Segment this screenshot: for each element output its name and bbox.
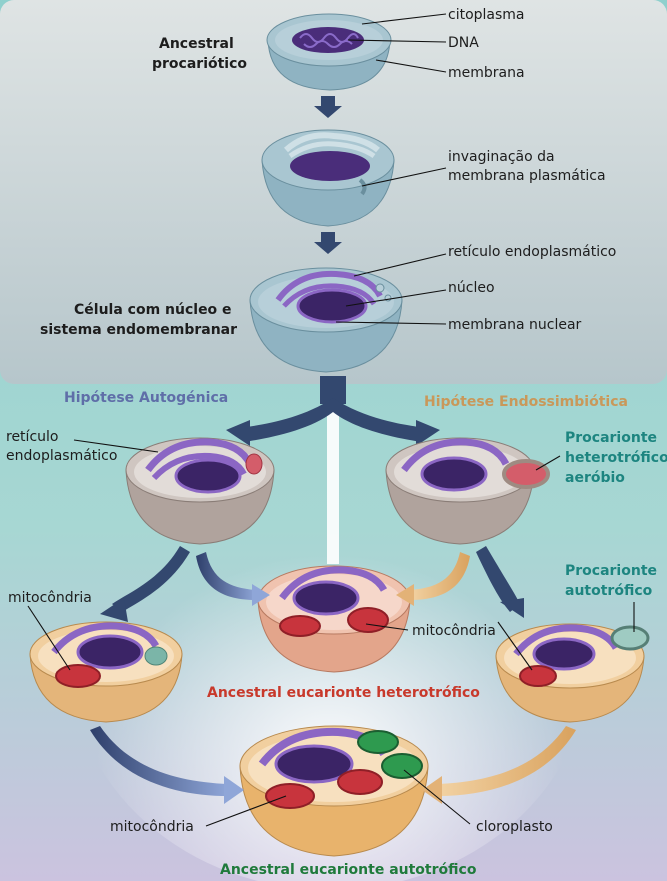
label-mitocondria-left: mitocôndria [8, 590, 92, 606]
label-membrana-nuclear: membrana nuclear [448, 317, 582, 333]
mitochondrion [347, 607, 389, 633]
label-proc-het-2: heterotrófico [565, 450, 667, 466]
label-celula-2: sistema endomembranar [40, 322, 237, 338]
label-ancestral-procariotico-1: Ancestral [159, 36, 234, 52]
autotrophic-prokaryote [610, 625, 650, 651]
nucleus [296, 288, 368, 324]
right-mitochondrion-cell [495, 623, 650, 723]
prokaryote-cell [266, 13, 392, 91]
label-ancestral-procariotico-2: procariótico [152, 56, 247, 72]
aerobic-prokaryote [502, 459, 550, 489]
chloroplast [357, 730, 399, 754]
label-proc-auto-1: Procarionte [565, 563, 657, 579]
endosymbiotic-grey-cell [385, 437, 550, 545]
autogenic-grey-cell [125, 437, 275, 545]
label-membrana: membrana [448, 65, 525, 81]
label-mitocondria-center: mitocôndria [412, 623, 496, 639]
mitochondrion [265, 783, 315, 809]
label-invaginacao-1: invaginação da [448, 149, 555, 165]
label-proc-het-1: Procarionte [565, 430, 657, 446]
down-arrow-2 [314, 232, 342, 254]
chloroplast [381, 753, 423, 779]
center-divider [327, 384, 339, 564]
label-nucleo: núcleo [448, 280, 495, 296]
flow-arrows [90, 546, 576, 804]
mitochondrion [279, 615, 321, 637]
left-mitochondrion-cell [29, 621, 183, 723]
branch-arrow [226, 376, 440, 446]
heterotrophic-cell [257, 565, 411, 673]
mitochondrion [55, 664, 101, 688]
label-reticulo-left-1: retículo [6, 429, 58, 445]
label-cloroplasto: cloroplasto [476, 819, 553, 835]
label-mitocondria-bottom: mitocôndria [110, 819, 194, 835]
label-reticulo-left-2: endoplasmático [6, 448, 117, 464]
title-hipotese-autogenica: Hipótese Autogénica [64, 390, 228, 406]
autotrophic-cell [239, 725, 429, 857]
down-arrow-1 [314, 96, 342, 118]
label-reticulo-top: retículo endoplasmático [448, 244, 616, 260]
mitochondrion [519, 665, 557, 687]
label-dna: DNA [448, 35, 479, 51]
title-hipotese-endossimbiotica: Hipótese Endossimbiótica [424, 394, 628, 410]
mitochondrion [337, 769, 383, 795]
label-proc-het-3: aeróbio [565, 470, 625, 486]
nucleus-cell [249, 267, 403, 373]
label-citoplasma: citoplasma [448, 7, 525, 23]
label-invaginacao-2: membrana plasmática [448, 168, 606, 184]
label-ancestral-autotrofico: Ancestral eucarionte autotrófico [220, 862, 477, 878]
label-proc-auto-2: autotrófico [565, 583, 653, 599]
label-ancestral-heterotrofico: Ancestral eucarionte heterotrófico [207, 685, 480, 701]
label-celula-1: Célula com núcleo e [74, 302, 232, 318]
leader-lines [27, 13, 635, 827]
invagination-cell [261, 129, 395, 227]
